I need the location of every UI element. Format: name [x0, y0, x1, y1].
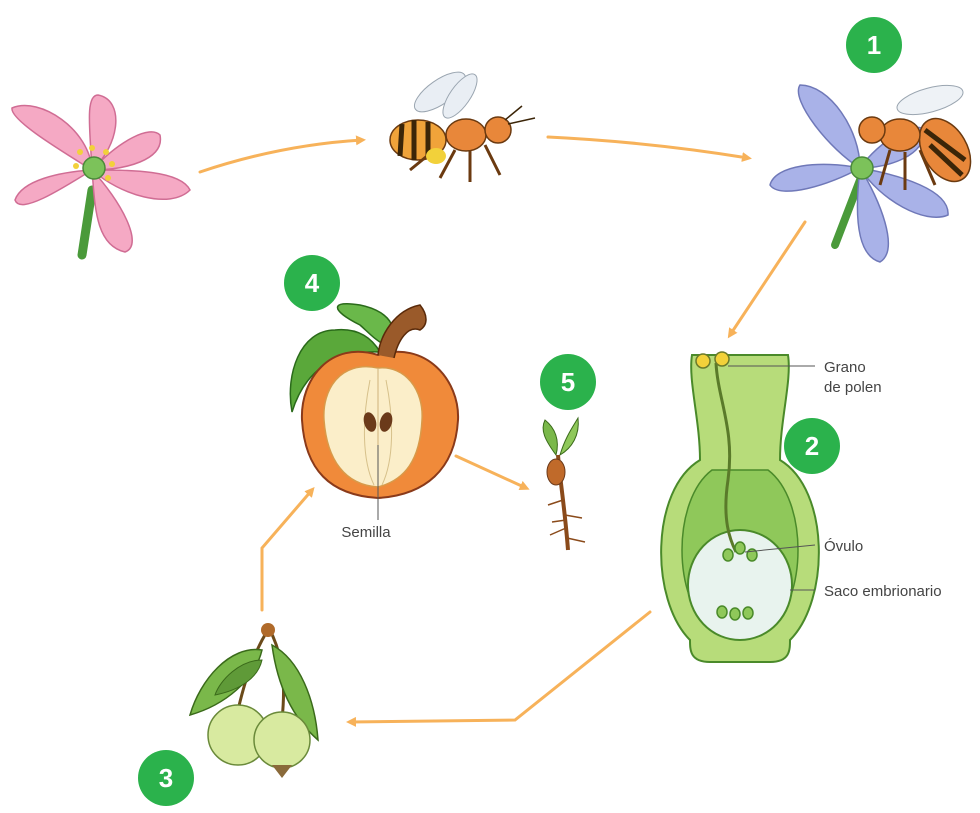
arrow-bee-to-flower — [548, 137, 748, 158]
step-number-1: 1 — [867, 30, 881, 60]
label-saco: Saco embrionario — [824, 583, 942, 600]
step-badge-1: 1 — [846, 17, 902, 73]
young-fruits — [190, 623, 318, 778]
label-grano-line1: Grano — [824, 359, 866, 376]
arrow-pistil-to-fruit — [350, 612, 650, 722]
label-grano-line2: de polen — [824, 379, 882, 396]
label-semilla: Semilla — [341, 524, 391, 541]
arrow-apple-to-seedling — [456, 456, 526, 488]
step-number-2: 2 — [805, 431, 819, 461]
pink-flower — [12, 95, 190, 255]
flower-stem — [82, 190, 92, 255]
label-ovulo: Óvulo — [824, 538, 863, 555]
step-badge-4: 4 — [284, 255, 340, 311]
arrow-flower-to-pistil — [730, 222, 805, 335]
step-number-3: 3 — [159, 763, 173, 793]
pistil-cross-section — [661, 352, 819, 662]
step-badge-2: 2 — [784, 418, 840, 474]
arrow-flower-to-bee — [200, 140, 362, 172]
seedling — [543, 418, 585, 550]
blue-flower-with-bee — [770, 80, 980, 262]
step-badge-3: 3 — [138, 750, 194, 806]
apple-cross-section — [290, 304, 458, 520]
step-badge-5: 5 — [540, 354, 596, 410]
bee-top — [390, 65, 535, 182]
step-number-5: 5 — [561, 367, 575, 397]
arrow-fruit-to-apple — [262, 490, 312, 610]
step-number-4: 4 — [305, 268, 320, 298]
